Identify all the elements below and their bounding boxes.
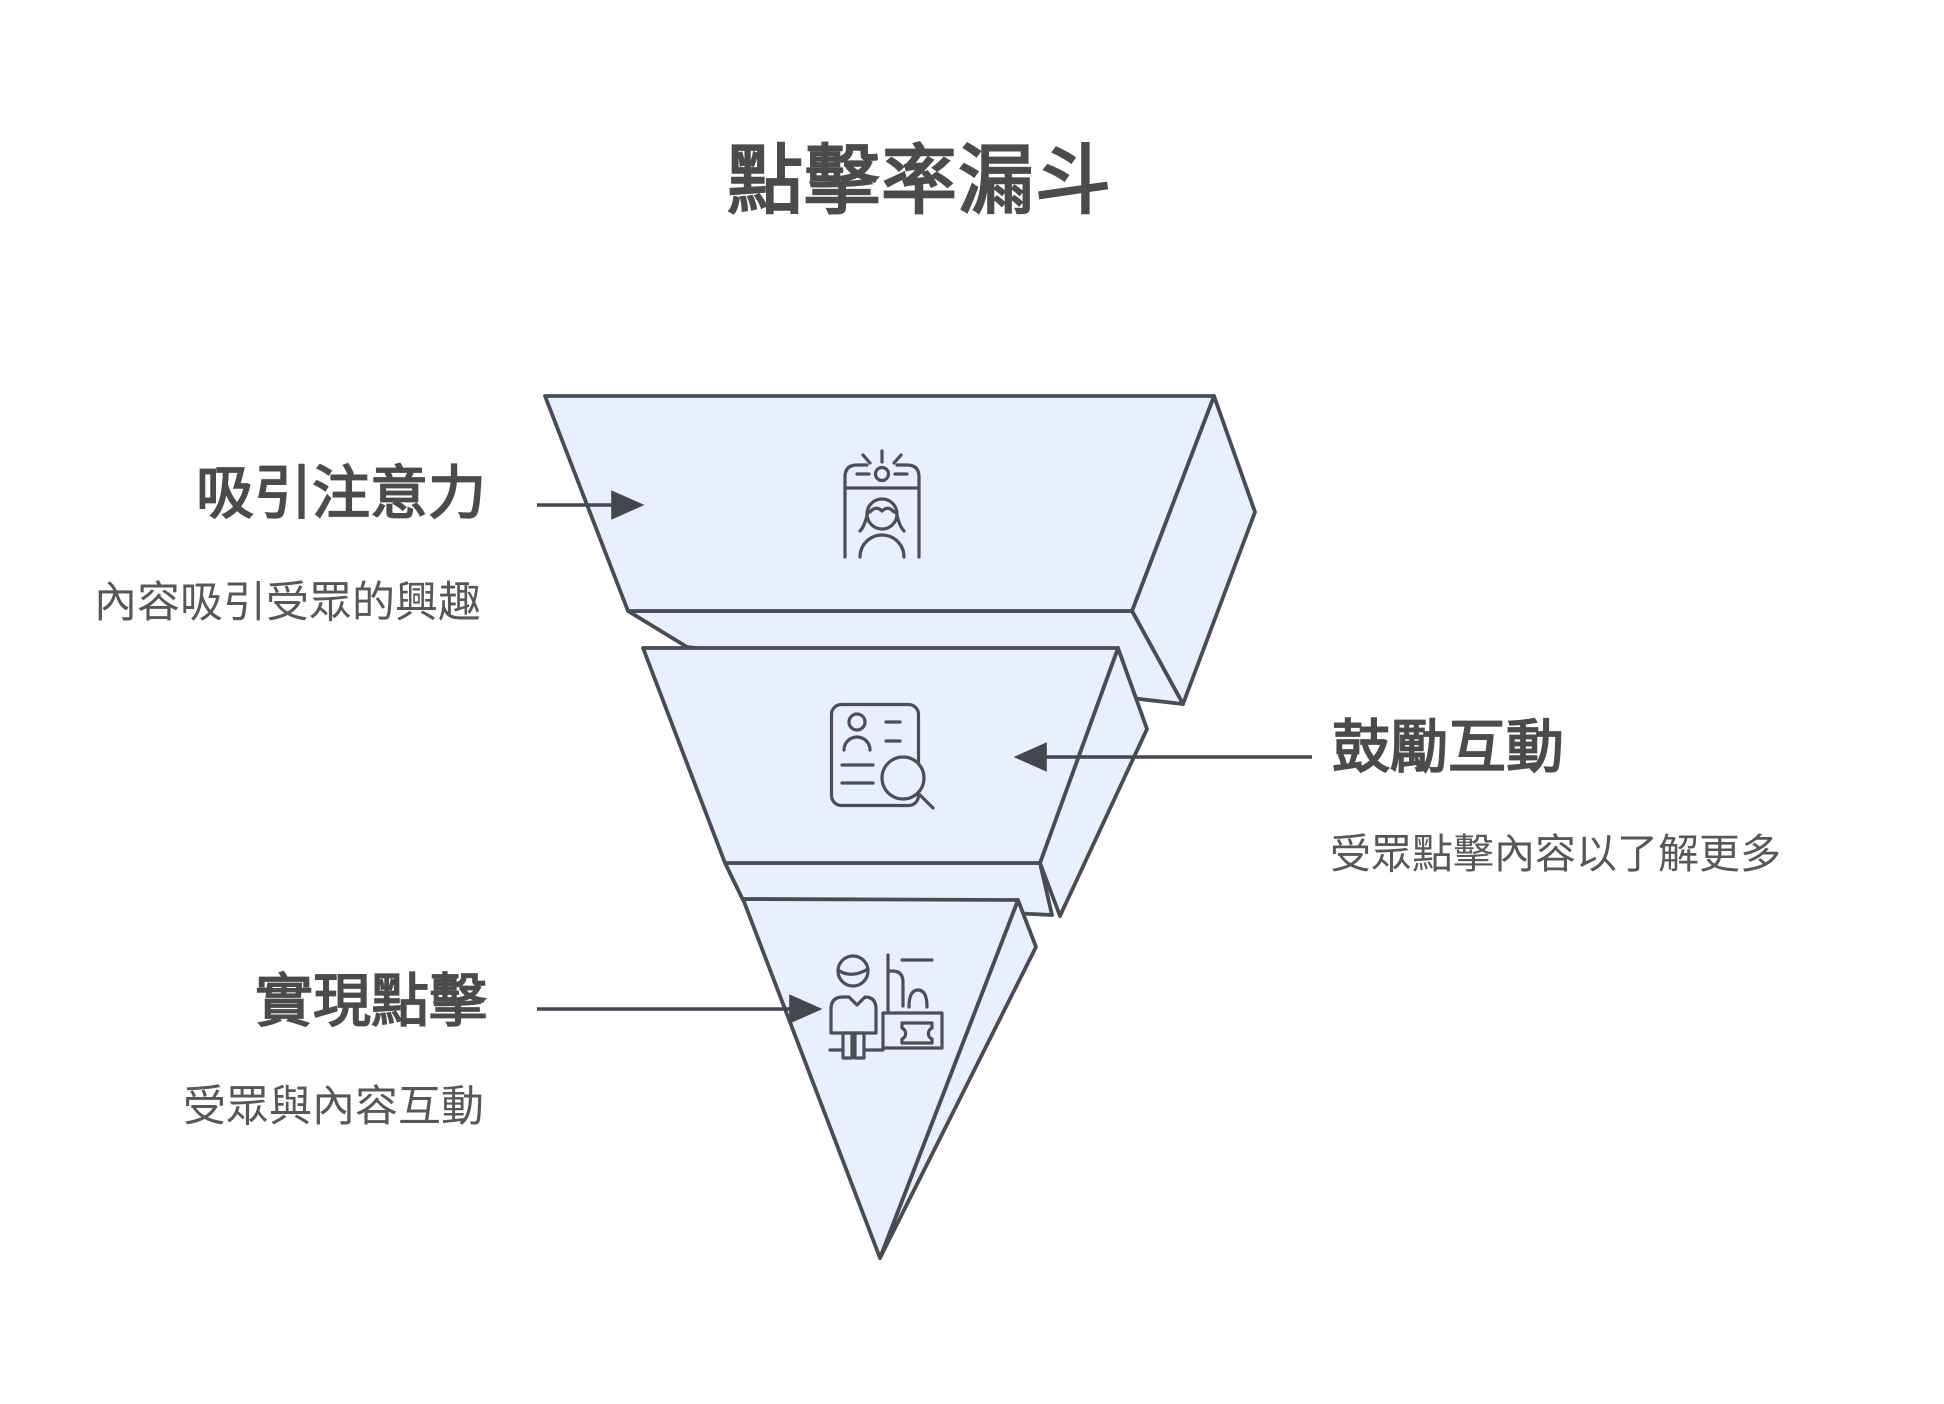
stage-3-description: 受眾與內容互動 [183,1083,484,1131]
profile-search-icon [829,702,935,810]
tier3-front-face [741,897,1020,1260]
arrow-left-icon [1013,742,1312,772]
attract-attention-icon [843,449,921,559]
arrow-right-icon [537,490,645,520]
tier2-front-face [641,646,1120,865]
arrow-right-icon [537,994,823,1024]
funnel-tiers [543,394,1257,1260]
checkout-click-icon [828,953,944,1060]
connector-arrows [537,490,1312,1024]
tier1-front-face [543,394,1216,613]
stage-3-label: 實現點擊 [255,969,488,1034]
stage-1-description: 內容吸引受眾的興趣 [94,579,481,627]
stage-1-label: 吸引注意力 [196,461,487,526]
page-title: 點擊率漏斗 [727,139,1112,224]
stage-2-label: 鼓勵互動 [1332,715,1565,780]
stage-2-description: 受眾點擊內容以了解更多 [1330,831,1781,877]
